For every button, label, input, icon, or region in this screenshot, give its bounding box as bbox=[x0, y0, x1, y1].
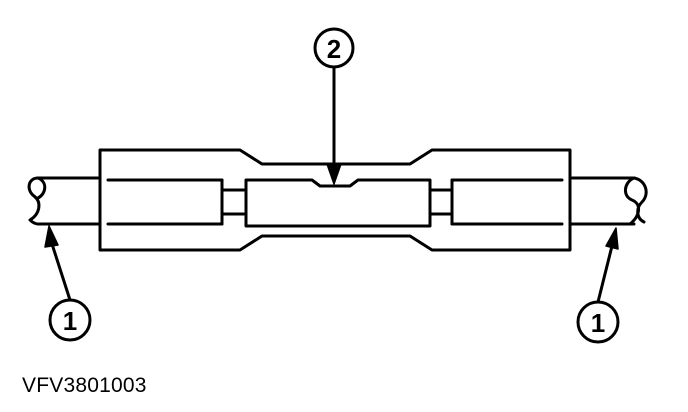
callout-2-arrowhead bbox=[326, 163, 342, 185]
callout-1-right-arrowhead bbox=[605, 227, 619, 250]
callout-1-left-label: 1 bbox=[63, 306, 77, 336]
figure-code: VFV3801003 bbox=[22, 374, 147, 397]
left-wire bbox=[27, 176, 100, 226]
crimp-barrel bbox=[244, 178, 432, 228]
splice-sleeve bbox=[98, 148, 572, 252]
callout-2 bbox=[313, 27, 355, 170]
callout-2-label: 2 bbox=[327, 34, 341, 64]
left-inner-conductor bbox=[106, 178, 246, 226]
callout-1-left-arrowhead bbox=[44, 225, 59, 248]
callout-1-right bbox=[576, 244, 620, 344]
right-inner-conductor bbox=[428, 178, 564, 226]
right-wire bbox=[570, 176, 648, 226]
callout-1-left bbox=[48, 242, 92, 342]
callout-1-right-label: 1 bbox=[591, 308, 605, 338]
